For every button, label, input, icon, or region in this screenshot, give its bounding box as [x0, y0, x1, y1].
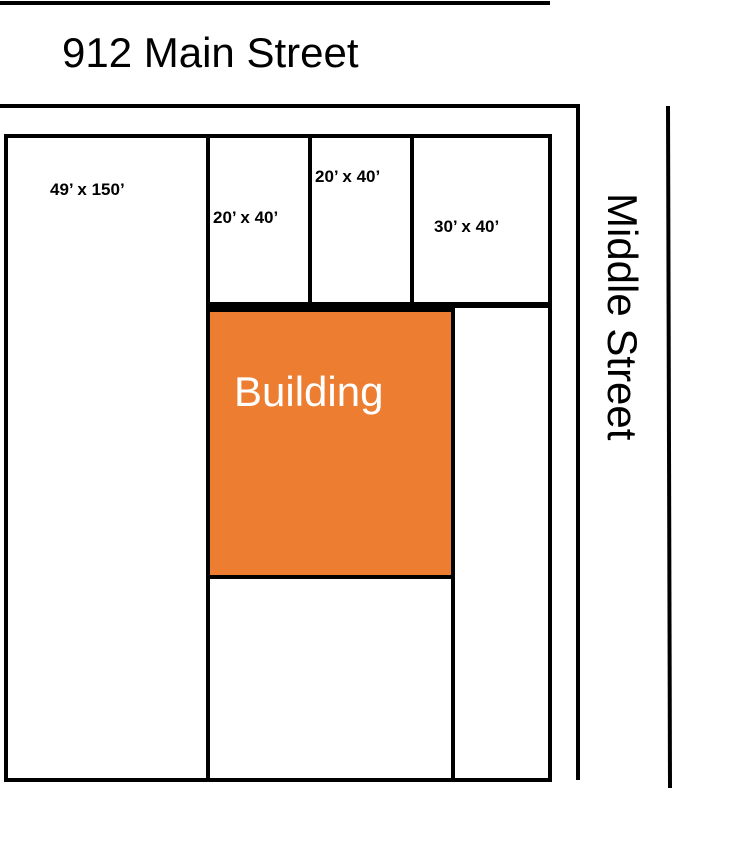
building	[206, 308, 455, 579]
building-label: Building	[234, 368, 383, 415]
lot-label: 30’ x 40’	[434, 217, 499, 236]
lot-label: 20’ x 40’	[213, 208, 278, 227]
lot-label: 49’ x 150’	[50, 180, 125, 199]
middle-street-label: Middle Street	[599, 193, 646, 441]
main-street-label: 912 Main Street	[62, 29, 359, 76]
property-outline	[4, 134, 552, 782]
lot-label: 20’ x 40’	[315, 167, 380, 186]
main-street-middle-street-edge	[0, 104, 580, 780]
middle-street-far-edge	[666, 105, 672, 789]
